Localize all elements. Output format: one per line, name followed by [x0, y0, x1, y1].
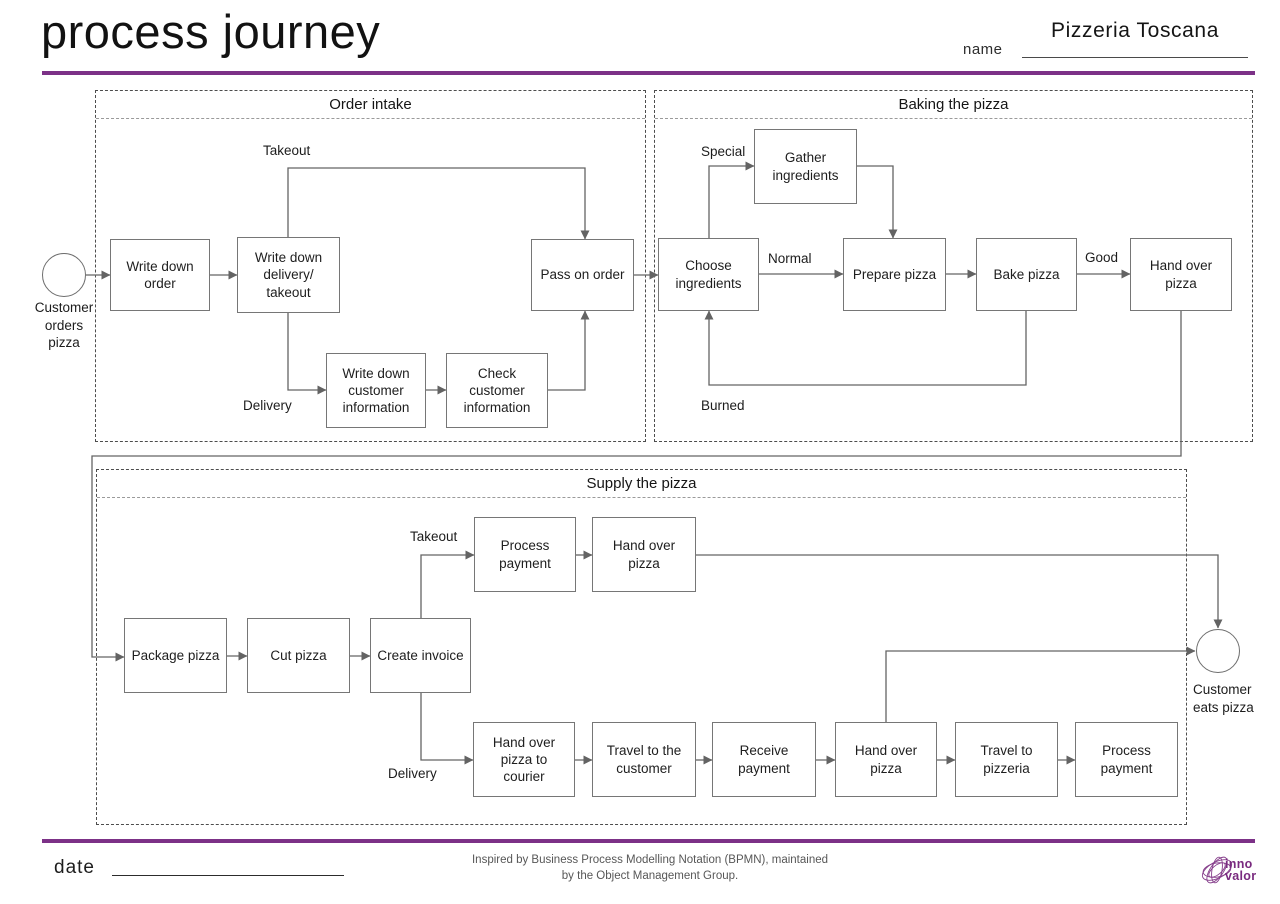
- edge-delivery-branch-to-customer-info: [287, 313, 327, 395]
- pass-on-order: Pass on order: [531, 239, 634, 311]
- process-payment-takeout: Process payment: [474, 517, 576, 592]
- hand-over-pizza-delivery: Hand over pizza: [835, 722, 937, 797]
- edge-invoice-to-courier-delivery: [420, 693, 474, 765]
- name-value: Pizzeria Toscana: [1051, 19, 1219, 42]
- start-event: [42, 253, 86, 297]
- date-label: date: [54, 857, 95, 878]
- label-special: Special: [701, 144, 746, 159]
- edge-takeout-branch-to-pass-on-order: [287, 167, 590, 240]
- prepare-pizza: Prepare pizza: [843, 238, 946, 311]
- innovalor-logo: inno valor: [1201, 856, 1256, 884]
- package-pizza: Package pizza: [124, 618, 227, 693]
- edge-gather-ingredients-to-prepare-pizza: [857, 165, 898, 239]
- logo-word-inno: inno: [1225, 857, 1253, 871]
- choose-ingredients: Choose ingredients: [658, 238, 759, 311]
- check-customer-info: Check customer information: [446, 353, 548, 428]
- name-fill-in-line: [1022, 57, 1248, 58]
- label-normal: Normal: [768, 251, 812, 266]
- cut-pizza: Cut pizza: [247, 618, 350, 693]
- credit-text: Inspired by Business Process Modelling N…: [400, 853, 900, 884]
- write-down-delivery-takeout: Write down delivery/ takeout: [237, 237, 340, 313]
- group-baking: Baking the pizza: [654, 90, 1253, 442]
- footer-divider: [42, 839, 1255, 843]
- process-payment-delivery: Process payment: [1075, 722, 1178, 797]
- edge-hand-over-takeout-to-end: [696, 554, 1223, 629]
- hand-over-pizza-to-courier: Hand over pizza to courier: [473, 722, 575, 797]
- hand-over-pizza-takeout: Hand over pizza: [592, 517, 696, 592]
- travel-to-pizzeria: Travel to pizzeria: [955, 722, 1058, 797]
- page-title: process journey: [41, 5, 381, 58]
- label-takeout-order-intake: Takeout: [263, 143, 311, 158]
- logo-word-valor: valor: [1225, 869, 1256, 883]
- write-down-customer-info: Write down customer information: [326, 353, 426, 428]
- create-invoice: Create invoice: [370, 618, 471, 693]
- edge-special-to-gather-ingredients: [708, 161, 755, 238]
- receive-payment: Receive payment: [712, 722, 816, 797]
- travel-to-the-customer: Travel to the customer: [592, 722, 696, 797]
- label-burned: Burned: [701, 398, 745, 413]
- credit-line-2: by the Object Management Group.: [561, 869, 739, 882]
- edge-bake-to-choose-burned: [704, 310, 1027, 386]
- gather-ingredients: Gather ingredients: [754, 129, 857, 204]
- group-supply-title: Supply the pizza: [97, 470, 1186, 498]
- edge-hand-over-baking-to-package-pizza: [91, 311, 1182, 662]
- header-divider: [42, 71, 1255, 75]
- start-event-label: Customer orders pizza: [34, 300, 94, 350]
- write-down-order: Write down order: [110, 239, 210, 311]
- edge-check-info-to-pass-on-order: [548, 310, 590, 391]
- group-order-intake-title: Order intake: [96, 91, 645, 119]
- group-supply: Supply the pizza: [96, 469, 1187, 825]
- date-fill-in-line: [112, 875, 344, 876]
- label-takeout-supply: Takeout: [410, 529, 458, 544]
- label-delivery-supply: Delivery: [388, 766, 437, 781]
- hand-over-pizza-baking: Hand over pizza: [1130, 238, 1232, 311]
- group-baking-title: Baking the pizza: [655, 91, 1252, 119]
- end-event-label: Customer eats pizza: [1193, 682, 1254, 715]
- label-good: Good: [1085, 250, 1119, 265]
- group-order-intake: Order intake: [95, 90, 646, 442]
- logo-swirl-icon: [1201, 856, 1233, 884]
- edge-invoice-to-process-payment-takeout: [420, 550, 475, 618]
- edge-hand-over-delivery-to-end: [885, 646, 1196, 722]
- credit-line-1: Inspired by Business Process Modelling N…: [471, 854, 829, 866]
- name-label: name: [963, 41, 1003, 58]
- bake-pizza: Bake pizza: [976, 238, 1077, 311]
- label-delivery-order-intake: Delivery: [243, 398, 292, 413]
- end-event: [1196, 629, 1240, 673]
